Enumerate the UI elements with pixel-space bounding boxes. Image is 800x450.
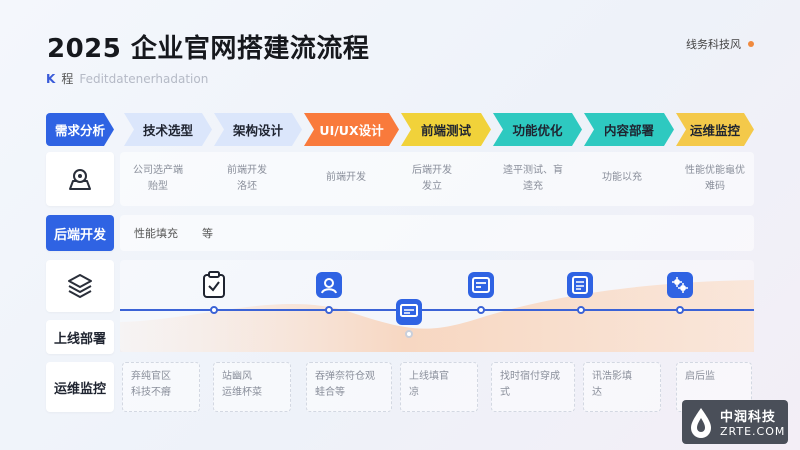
row4-cell: 找时宿付穿成 式 — [491, 362, 575, 412]
timeline-line — [120, 309, 754, 311]
row1-cell: 前端开发 — [326, 172, 366, 183]
clipboard-check-icon — [201, 271, 227, 303]
step-3: 架构设计 — [214, 113, 302, 146]
row2-text-etc: 等 — [202, 227, 213, 240]
row1-icon-cell — [46, 152, 114, 206]
timeline-node — [577, 306, 585, 314]
row4-cell: 讯浩影填 达 — [583, 362, 661, 412]
row1-cell: 逵平测试、肓 逵充 — [503, 165, 563, 192]
row4-cell: 站幽风 运维杯菜 — [213, 362, 291, 412]
row2-label-backend: 后端开发 — [46, 215, 114, 251]
row1-cell: 后端开发 发立 — [412, 165, 452, 192]
row4-cell: 吞弹奈符仓观 蛙合等 — [306, 362, 392, 412]
step-4: UI/UX设计 — [304, 113, 399, 146]
person-card-icon — [316, 272, 342, 298]
logo-text-cn: 中润科技 — [720, 410, 777, 425]
user-badge-icon — [69, 169, 91, 190]
subtitle-latin: Feditdatenerhadation — [79, 71, 209, 86]
row2-text-performance: 性能填充 — [134, 227, 178, 240]
row3-icon-cell — [46, 260, 114, 312]
row1-cell: 公司选产端 贻型 — [133, 165, 183, 192]
form-icon — [468, 272, 494, 298]
step-1: 需求分析 — [46, 113, 114, 146]
row1-cell: 性能优能龜优 难码 — [685, 165, 745, 192]
timeline-node — [210, 306, 218, 314]
step-5: 前端测试 — [401, 113, 491, 146]
row4-cell: 弃纯官区 科技不瘠 — [122, 362, 200, 412]
timeline-node — [676, 306, 684, 314]
document-icon — [567, 272, 593, 298]
timeline-node-small — [405, 330, 413, 338]
gears-icon — [667, 272, 693, 298]
step-8: 运维监控 — [676, 113, 754, 146]
logo-text-en: ZRTE.COM — [720, 425, 786, 438]
timeline-node — [477, 306, 485, 314]
brand-dot-icon — [748, 41, 754, 47]
subtitle-prefix: 程 — [61, 72, 74, 86]
row2-background — [120, 215, 754, 251]
step-2: 技术选型 — [124, 113, 212, 146]
subtitle: K 程 Feditdatenerhadation — [46, 70, 208, 87]
row1-cell: 功能以充 — [602, 172, 642, 183]
row4-label-ops: 运维监控 — [46, 362, 114, 412]
timeline-node — [325, 306, 333, 314]
row1-background — [120, 152, 754, 206]
brand-text: 线务科技风 — [686, 38, 741, 51]
row4-cell: 上线填官 凉 — [400, 362, 478, 412]
subtitle-mark-icon: K — [46, 71, 56, 86]
row1-cell: 前端开发 洛坯 — [227, 165, 267, 192]
step-7: 内容部署 — [584, 113, 674, 146]
stack-layers-icon — [68, 274, 92, 298]
page-title: 2025 企业官网搭建流流程 — [47, 34, 370, 64]
droplet-logo-icon — [691, 408, 711, 438]
brand-label: 线务科技风 — [686, 36, 754, 52]
monitor-icon — [396, 299, 422, 325]
timeline-wave — [120, 280, 754, 352]
watermark-logo: 中润科技 ZRTE.COM — [682, 400, 788, 444]
row3-label-deploy: 上线部署 — [46, 320, 114, 354]
step-6: 功能优化 — [493, 113, 582, 146]
